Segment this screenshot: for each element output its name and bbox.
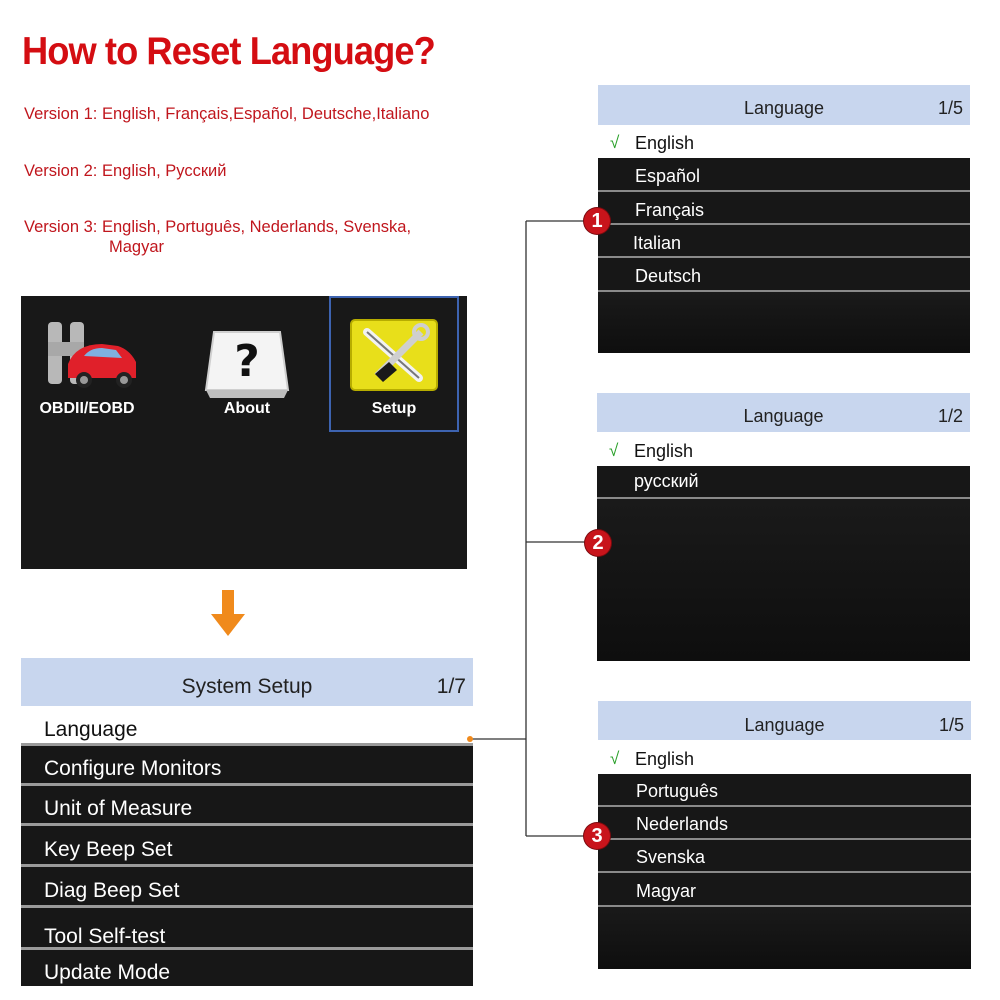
menu-item-label: Configure Monitors: [44, 757, 222, 780]
language-option-label: Français: [635, 200, 705, 220]
menu-item-unit-of-measure[interactable]: Unit of Measure: [21, 786, 473, 826]
language-screen-3: Language 1/5 √ English Português Nederla…: [598, 701, 971, 969]
menu-item-configure-monitors[interactable]: Configure Monitors: [21, 746, 473, 786]
language-option-english[interactable]: √ English: [598, 740, 971, 774]
language-option-label: Italian: [633, 233, 682, 253]
menu-item-label: Update Mode: [44, 961, 171, 984]
language-header: Language 1/5: [598, 701, 971, 740]
menu-item-label: Language: [44, 718, 138, 741]
menu-tile-label: About: [223, 400, 271, 417]
language-option-label: English: [634, 441, 694, 461]
language-option-portugues[interactable]: Português: [598, 774, 971, 807]
language-option-label: Deutsch: [635, 266, 702, 286]
arrow-down-icon: [211, 590, 245, 636]
language-title: Language: [744, 715, 825, 735]
menu-item-language[interactable]: Language: [21, 706, 473, 746]
language-page: 1/5: [938, 715, 964, 735]
language-option-english[interactable]: √ English: [598, 125, 970, 158]
step-badge-3: 3: [584, 823, 610, 849]
menu-item-label: Key Beep Set: [44, 838, 173, 861]
language-option-italian[interactable]: Italian: [598, 225, 970, 258]
version-3-line-2: Magyar: [109, 238, 165, 256]
language-screen-1: Language 1/5 √ English Español Français …: [598, 85, 970, 353]
language-option-russian[interactable]: русский: [597, 466, 970, 499]
menu-tile-label: OBDII/EOBD: [39, 400, 135, 417]
language-option-espanol[interactable]: Español: [598, 158, 970, 192]
language-page: 1/5: [937, 98, 963, 118]
menu-item-key-beep-set[interactable]: Key Beep Set: [21, 826, 473, 867]
menu-item-diag-beep-set[interactable]: Diag Beep Set: [21, 867, 473, 908]
version-2-text: Version 2: English, Русский: [24, 162, 227, 180]
system-setup-title: System Setup: [181, 675, 313, 698]
checkmark-icon: √: [609, 441, 619, 460]
language-option-label: English: [635, 749, 695, 769]
language-option-label: Español: [635, 166, 701, 186]
language-option-deutsch[interactable]: Deutsch: [598, 258, 970, 292]
language-option-magyar[interactable]: Magyar: [598, 873, 971, 907]
panel-empty-area: [598, 292, 970, 353]
language-option-english[interactable]: √ English: [597, 432, 970, 466]
language-screen-2: Language 1/2 √ English русский: [597, 393, 970, 661]
menu-item-label: Unit of Measure: [44, 797, 193, 820]
version-3-text: Version 3: English, Português, Nederland…: [24, 217, 411, 257]
language-option-label: Svenska: [636, 847, 706, 867]
tools-icon: [350, 319, 438, 391]
language-option-label: Magyar: [636, 881, 697, 901]
version-3-line-1: Version 3: English, Português, Nederland…: [24, 218, 412, 236]
language-option-label: English: [635, 133, 695, 153]
version-1-text: Version 1: English, Français,Español, De…: [24, 105, 430, 123]
language-option-svenska[interactable]: Svenska: [598, 840, 971, 873]
menu-tile-label: Setup: [371, 400, 417, 417]
step-badge-2: 2: [585, 530, 611, 556]
system-setup-screen: System Setup 1/7 Language Configure Moni…: [21, 658, 473, 986]
panel-empty-area: [597, 499, 970, 661]
language-page: 1/2: [937, 406, 963, 426]
svg-text:?: ?: [234, 336, 260, 387]
language-option-francais[interactable]: Français: [598, 192, 970, 225]
language-option-nederlands[interactable]: Nederlands: [598, 807, 971, 840]
system-setup-page: 1/7: [436, 675, 466, 698]
car-wrench-icon: [48, 322, 136, 388]
checkmark-icon: √: [610, 133, 620, 152]
page-title: How to Reset Language?: [22, 30, 436, 73]
menu-item-tool-self-test[interactable]: Tool Self-test: [21, 908, 473, 950]
language-header: Language 1/2: [597, 393, 970, 432]
language-option-label: Nederlands: [636, 814, 729, 834]
menu-item-label: Diag Beep Set: [44, 879, 180, 902]
step-badge-1: 1: [584, 208, 610, 234]
menu-item-update-mode[interactable]: Update Mode: [21, 950, 473, 986]
language-title: Language: [743, 98, 825, 118]
language-option-label: русский: [634, 471, 699, 491]
main-menu-screen: OBDII/EOBD ? About Setup: [21, 296, 467, 569]
setup-selection-frame: [329, 296, 459, 432]
panel-empty-area: [598, 907, 971, 969]
system-setup-header: System Setup 1/7: [21, 658, 473, 706]
checkmark-icon: √: [610, 749, 620, 768]
language-option-label: Português: [636, 781, 719, 801]
language-header: Language 1/5: [598, 85, 970, 125]
menu-item-label: Tool Self-test: [44, 925, 166, 948]
language-title: Language: [743, 406, 824, 426]
question-key-icon: ?: [204, 331, 290, 398]
